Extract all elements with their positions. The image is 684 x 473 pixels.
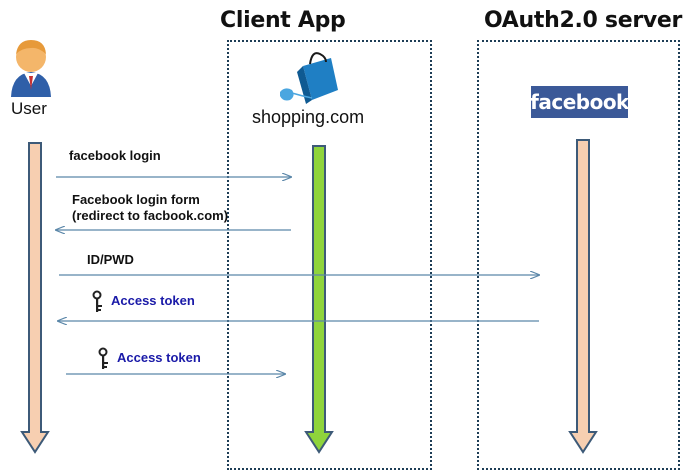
msg-login-form-line2: (redirect to facbook.com) xyxy=(72,208,229,223)
shopping-site-label: shopping.com xyxy=(252,107,365,127)
msg-facebook-login: facebook login xyxy=(69,148,161,163)
user-label: User xyxy=(11,99,47,118)
msg-id-pwd: ID/PWD xyxy=(87,252,134,267)
user-lifeline xyxy=(20,142,50,454)
msg-login-form-line1: Facebook login form xyxy=(72,192,200,207)
client-app-title: Client App xyxy=(220,8,346,33)
msg-access-token-2: Access token xyxy=(117,350,201,365)
key-icon xyxy=(98,347,108,369)
msg-access-token-1: Access token xyxy=(111,293,195,308)
oauth-server-lane xyxy=(477,40,680,470)
facebook-logo: facebook xyxy=(530,86,629,118)
client-app-lane xyxy=(227,40,432,470)
key-icon xyxy=(92,290,102,312)
oauth-server-title: OAuth2.0 server xyxy=(484,8,683,33)
